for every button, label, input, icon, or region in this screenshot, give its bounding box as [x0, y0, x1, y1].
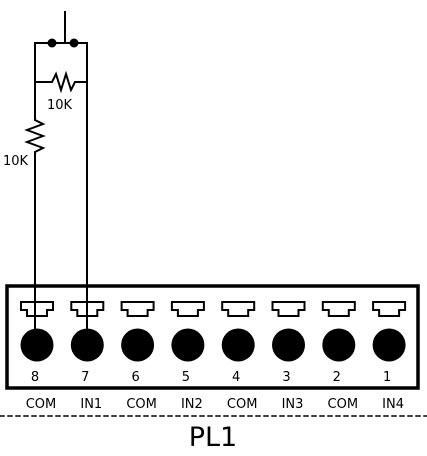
pin-number: 2	[333, 370, 341, 385]
pin-signal-label: COM	[227, 397, 258, 412]
pin-terminal-outline	[271, 301, 306, 317]
pin-terminal-outline	[70, 301, 105, 317]
pin-terminal-hole	[121, 328, 155, 362]
switch-contact-left	[47, 38, 57, 48]
parallel-resistor	[34, 70, 88, 94]
pin-number: 8	[31, 370, 39, 385]
pin-signal-label: IN1	[80, 397, 102, 412]
pin-terminal-outline	[321, 301, 356, 317]
connector-label: PL1	[189, 422, 238, 451]
pin-terminal-hole	[322, 328, 356, 362]
pin-terminal-hole	[171, 328, 205, 362]
pin-terminal-hole	[372, 328, 406, 362]
pin-number: 5	[182, 370, 190, 385]
pin-signal-label: COM	[26, 397, 57, 412]
pin-number: 1	[383, 370, 391, 385]
pin-terminal-hole	[70, 328, 104, 362]
pin-terminal-outline	[120, 301, 155, 317]
pin-signal-label: IN2	[181, 397, 203, 412]
pin-number: 4	[232, 370, 240, 385]
pin-number: 6	[131, 370, 139, 385]
pin-terminal-hole	[272, 328, 305, 362]
pin-number: 7	[81, 370, 89, 385]
pin-number: 3	[282, 370, 290, 385]
parallel-resistor-label: 10K	[47, 98, 73, 113]
wire-to-pin-8	[24, 42, 46, 345]
pin-terminal-hole	[221, 328, 255, 362]
pin-signal-label: IN3	[282, 397, 304, 412]
pin-signal-label: IN4	[382, 397, 404, 412]
pin-signal-label: COM	[328, 397, 359, 412]
connector-housing	[5, 284, 420, 390]
pin-terminal-hole	[20, 328, 54, 362]
pin-terminal-outline	[372, 301, 407, 317]
pin-terminal-outline	[20, 301, 54, 317]
series-resistor-label: 10K	[3, 154, 29, 169]
pin-signal-label: COM	[126, 397, 157, 412]
pin-terminal-outline	[170, 301, 205, 317]
pin-terminal-outline	[221, 301, 256, 317]
switch-contact-right	[69, 38, 79, 48]
